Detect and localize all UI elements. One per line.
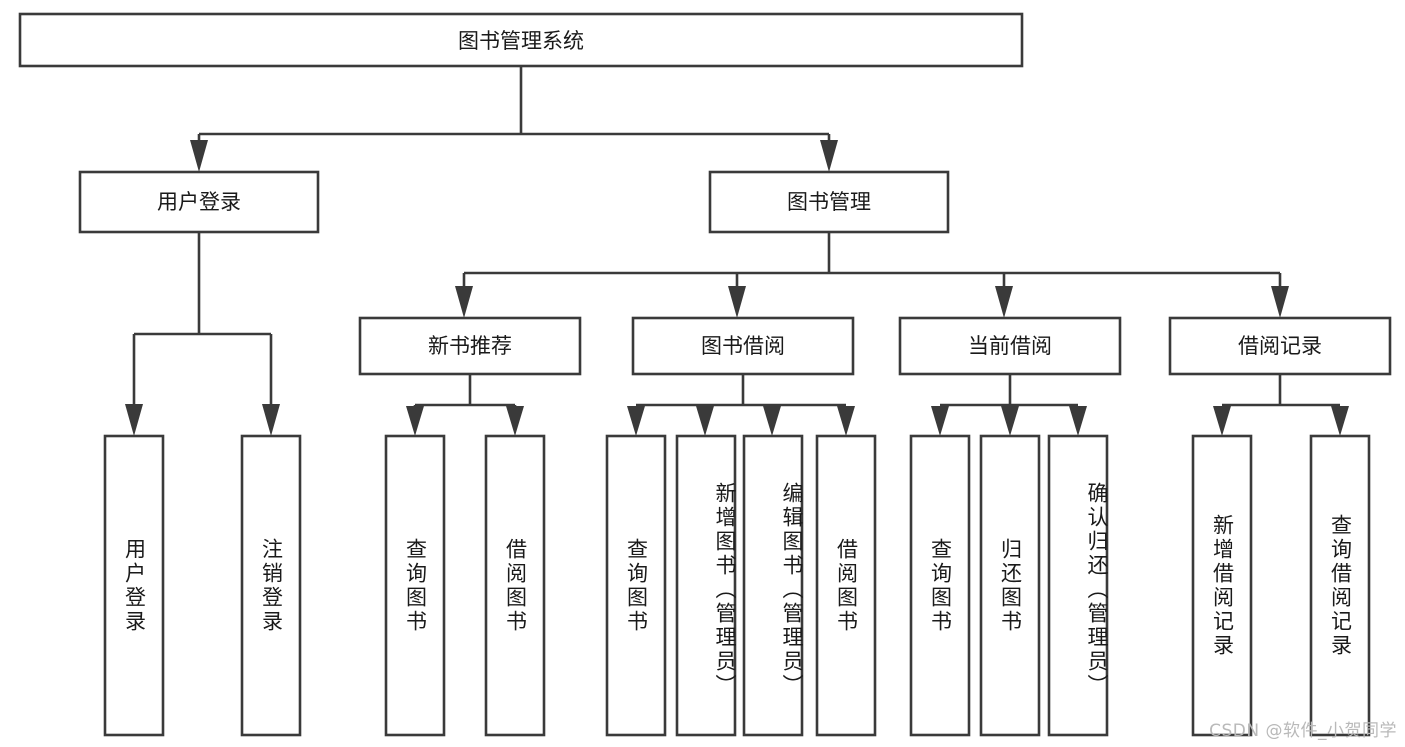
- node-user-login[interactable]: 用户登录: [78, 170, 320, 234]
- node-user-login-label: 用户登录: [157, 190, 241, 214]
- node-root-label: 图书管理系统: [458, 29, 584, 53]
- node-new-book-recommend[interactable]: 新书推荐: [358, 316, 582, 376]
- arrow-head-ul-leaf-2: [262, 404, 280, 436]
- leaf-rect-book-borrow-4[interactable]: [815, 434, 877, 737]
- arrow-head-to-borrow-record: [1271, 286, 1289, 318]
- arrow-head-ul-leaf-1: [125, 404, 143, 436]
- connector-group-user-login: [125, 232, 280, 436]
- node-root[interactable]: 图书管理系统: [18, 12, 1024, 68]
- node-current-borrow-rect[interactable]: [898, 316, 1122, 376]
- arrow-head-to-book-borrow: [728, 286, 746, 318]
- node-book-manage[interactable]: 图书管理: [708, 170, 950, 234]
- leaf-rect-book-borrow-3[interactable]: [742, 434, 804, 737]
- node-user-login-rect[interactable]: [78, 170, 320, 234]
- arrow-head-bb-leaf-2: [696, 406, 714, 436]
- leaf-rect-current-borrow-2[interactable]: [979, 434, 1041, 737]
- leaf-rect-new-book-2[interactable]: [484, 434, 546, 737]
- leaf-rect-borrow-record-2[interactable]: [1309, 434, 1371, 737]
- connector-group-book-manage: [455, 232, 1289, 318]
- arrow-head-to-new-book: [455, 286, 473, 318]
- connector-group-root: [190, 66, 838, 172]
- arrow-head-to-current-borrow: [995, 286, 1013, 318]
- leaf-rect-current-borrow-3[interactable]: [1047, 434, 1109, 737]
- arrow-head-bb-leaf-1: [627, 406, 645, 436]
- node-new-book-recommend-label: 新书推荐: [428, 334, 512, 358]
- node-borrow-record[interactable]: 借阅记录: [1168, 316, 1392, 376]
- arrow-head-nb-leaf-2: [506, 406, 524, 436]
- node-borrow-record-label: 借阅记录: [1238, 334, 1322, 358]
- leaf-rect-book-borrow-2[interactable]: [675, 434, 737, 737]
- leaf-rect-user-login-1[interactable]: [103, 434, 165, 737]
- leaf-rect-borrow-record-1[interactable]: [1191, 434, 1253, 737]
- arrow-head-br-leaf-1: [1213, 406, 1231, 436]
- node-book-borrow-label: 图书借阅: [701, 334, 785, 358]
- connector-group-current-borrow: [931, 374, 1087, 436]
- connector-group-borrow-record: [1213, 374, 1349, 436]
- arrow-head-cb-leaf-3: [1069, 406, 1087, 436]
- leaf-rect-current-borrow-1[interactable]: [909, 434, 971, 737]
- node-book-borrow-rect[interactable]: [631, 316, 855, 376]
- leaf-rect-new-book-1[interactable]: [384, 434, 446, 737]
- arrow-head-br-leaf-2: [1331, 406, 1349, 436]
- arrow-head-to-book-manage: [820, 140, 838, 172]
- node-new-book-recommend-rect[interactable]: [358, 316, 582, 376]
- node-current-borrow[interactable]: 当前借阅: [898, 316, 1122, 376]
- node-book-manage-rect[interactable]: [708, 170, 950, 234]
- node-book-manage-label: 图书管理: [787, 190, 871, 214]
- csdn-watermark: CSDN @软件_小贺同学: [1209, 721, 1397, 741]
- arrow-head-bb-leaf-4: [837, 406, 855, 436]
- node-root-rect[interactable]: [18, 12, 1024, 68]
- arrow-head-to-user-login: [190, 140, 208, 172]
- node-book-borrow[interactable]: 图书借阅: [631, 316, 855, 376]
- connector-group-new-book: [406, 374, 524, 436]
- leaf-rect-book-borrow-1[interactable]: [605, 434, 667, 737]
- arrow-head-nb-leaf-1: [406, 406, 424, 436]
- connector-group-book-borrow: [627, 374, 855, 436]
- arrow-head-cb-leaf-2: [1001, 406, 1019, 436]
- node-current-borrow-label: 当前借阅: [968, 334, 1052, 358]
- leaf-rect-user-login-2[interactable]: [240, 434, 302, 737]
- node-borrow-record-rect[interactable]: [1168, 316, 1392, 376]
- arrow-head-bb-leaf-3: [763, 406, 781, 436]
- arrow-head-cb-leaf-1: [931, 406, 949, 436]
